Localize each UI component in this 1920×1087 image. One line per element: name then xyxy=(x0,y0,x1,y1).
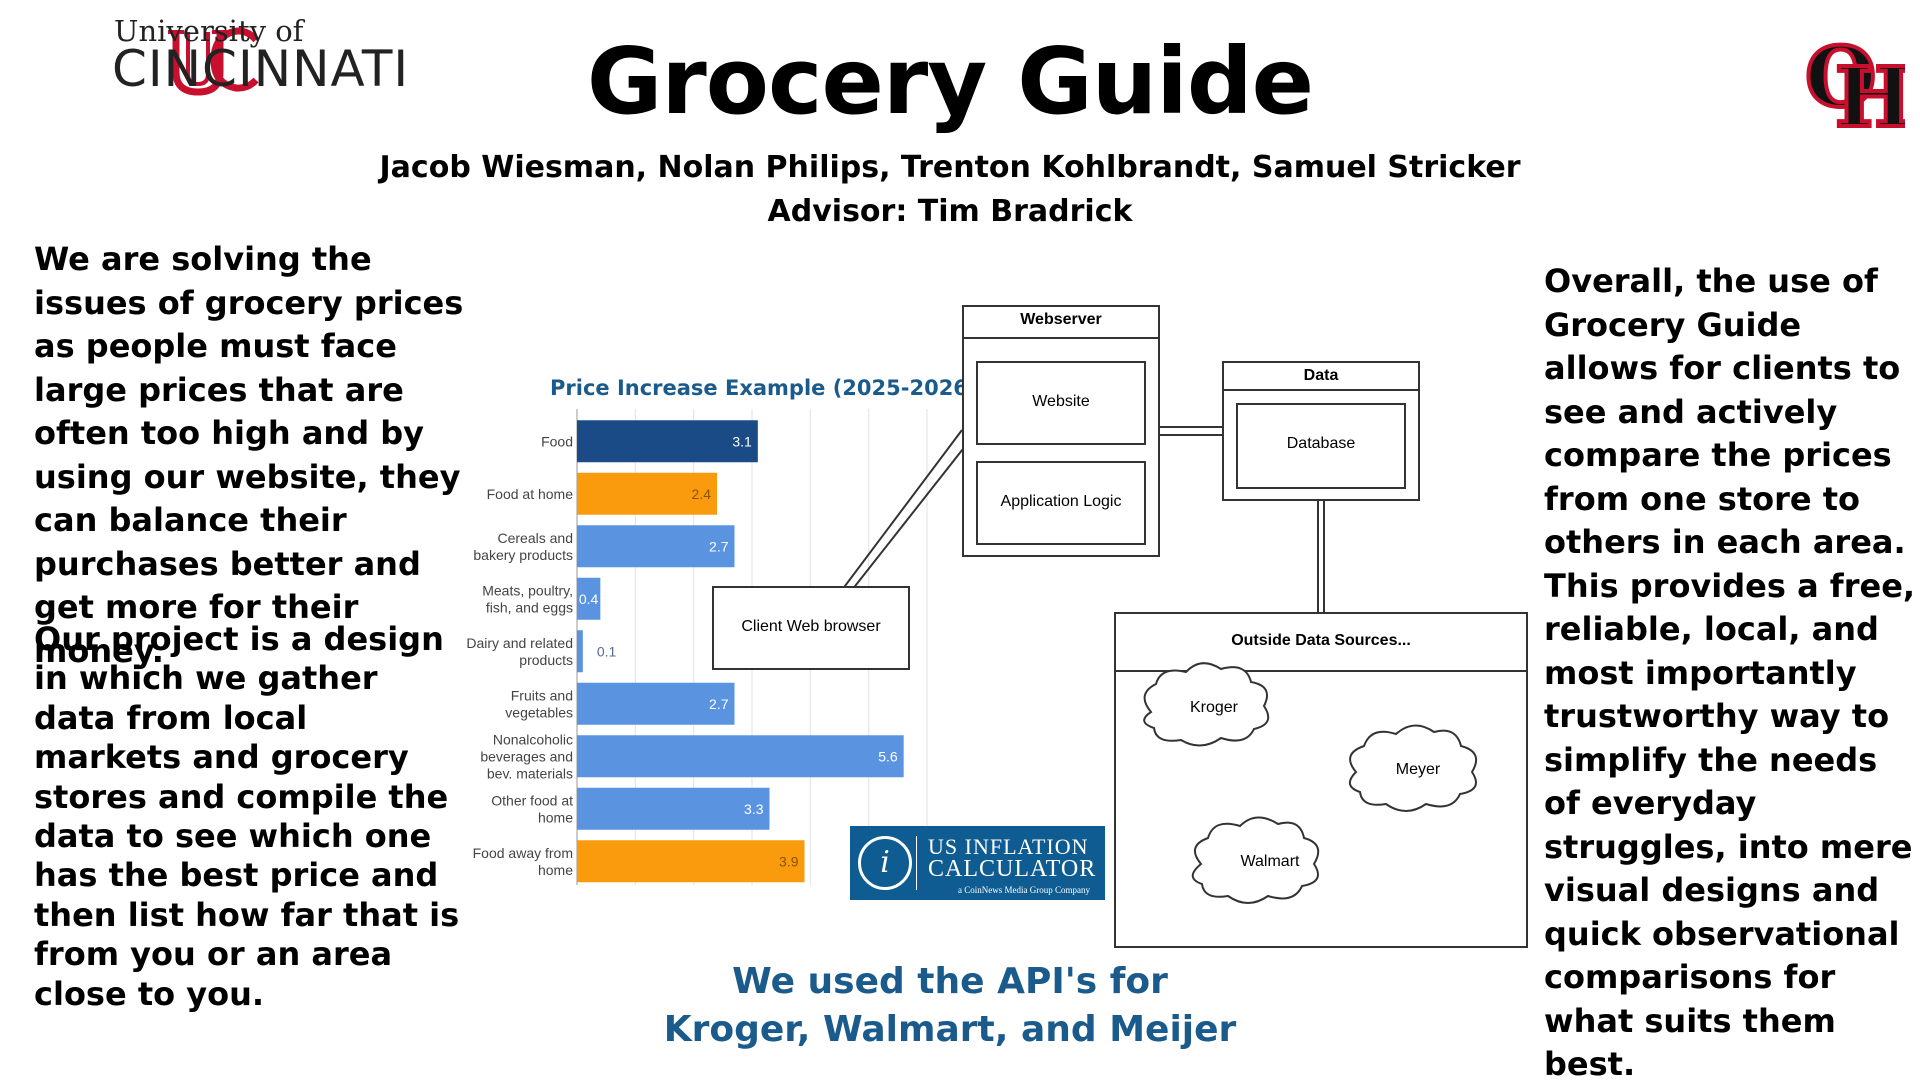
database-box: Database xyxy=(1236,403,1406,489)
category-label: Cereals and xyxy=(498,530,574,546)
cloud-kroger xyxy=(1143,662,1270,747)
category-label: home xyxy=(538,809,573,825)
badge-divider xyxy=(916,836,917,890)
chart-bar xyxy=(577,525,735,568)
problem-statement: We are solving the issues of grocery pri… xyxy=(34,240,464,670)
webserver-box: Webserver Website Application Logic xyxy=(962,305,1160,557)
client-browser-label: Client Web browser xyxy=(741,618,881,635)
data-label: 3.1 xyxy=(732,433,752,449)
outside-sources-box: Outside Data Sources... Kroger Meyer Wal… xyxy=(1114,612,1528,948)
data-divider xyxy=(1224,389,1418,391)
data-label: 3.9 xyxy=(779,853,799,869)
category-label: beverages and xyxy=(480,748,573,764)
outside-divider xyxy=(1116,670,1526,672)
category-label: Food at home xyxy=(487,486,574,502)
chart-bar xyxy=(577,472,717,515)
uc-logo-mark xyxy=(168,27,259,96)
chart-bar xyxy=(577,630,583,673)
category-label: products xyxy=(519,652,573,668)
university-name-text: CINCINNATI xyxy=(112,40,410,98)
calculator-line1: US INFLATION xyxy=(928,834,1089,859)
api-note: We used the API's for Kroger, Walmart, a… xyxy=(663,961,1237,1050)
category-label: Food away from xyxy=(473,845,573,861)
inflation-calculator-badge: i US INFLATION CALCULATOR a CoinNews Med… xyxy=(850,826,1105,900)
calculator-line2: CALCULATOR xyxy=(928,856,1097,882)
calculator-line3: a CoinNews Media Group Company xyxy=(958,885,1090,895)
data-label: 0.1 xyxy=(597,643,617,659)
calculator-logo-icon: i xyxy=(858,836,912,890)
price-increase-chart: 3.1 Food 2.4 Food at home 2.7 Cereals andbake… xyxy=(466,409,928,885)
data-label: 5.6 xyxy=(878,748,898,764)
category-label: Fruits and xyxy=(511,687,573,703)
category-label: Nonalcoholic xyxy=(493,731,573,747)
chart-bar xyxy=(577,682,735,725)
conclusion-statement: Overall, the use of Grocery Guide allows… xyxy=(1544,262,1916,1083)
data-label: 2.4 xyxy=(692,486,712,502)
outside-sources-title: Outside Data Sources... xyxy=(1231,632,1411,649)
data-box: Data Database xyxy=(1222,361,1420,501)
category-label: bakery products xyxy=(473,547,573,563)
chart-bar xyxy=(577,577,601,620)
category-label: Meats, poultry, xyxy=(482,582,573,598)
advisor-line: Advisor: Tim Bradrick xyxy=(767,194,1133,229)
app-logic-label: Application Logic xyxy=(1000,493,1122,510)
category-label: bev. materials xyxy=(487,765,573,781)
category-label: Food xyxy=(541,433,573,449)
data-title: Data xyxy=(1303,367,1339,384)
svg-text:H: H xyxy=(1835,50,1905,140)
database-label: Database xyxy=(1286,435,1356,452)
chart-bar xyxy=(577,840,805,883)
cloud-label: Meyer xyxy=(1396,761,1441,778)
category-label: Other food at xyxy=(491,792,573,808)
category-label: vegetables xyxy=(505,704,573,720)
data-label: 2.7 xyxy=(709,538,729,554)
svg-text:O: O xyxy=(1805,30,1876,126)
cloud-meyer xyxy=(1349,724,1478,812)
cloud-label: Walmart xyxy=(1241,853,1301,870)
data-label: 3.3 xyxy=(744,801,764,817)
university-of-text: University of xyxy=(114,14,304,48)
chart-bar xyxy=(577,735,904,778)
chart-bar xyxy=(577,787,770,830)
category-label: home xyxy=(538,862,573,878)
chart-bar xyxy=(577,420,758,463)
webserver-title: Webserver xyxy=(1020,311,1102,328)
category-label: fish, and eggs xyxy=(486,599,573,615)
authors-line: Jacob Wiesman, Nolan Philips, Trenton Ko… xyxy=(379,150,1521,185)
client-browser-box: Client Web browser xyxy=(712,586,910,670)
data-label: 2.7 xyxy=(709,696,729,712)
cloud-walmart xyxy=(1191,816,1320,904)
page-title: Grocery Guide xyxy=(586,28,1314,135)
website-label: Website xyxy=(1032,393,1090,410)
school-logo-icon: O H xyxy=(1803,28,1905,140)
cloud-shapes: Kroger Meyer Walmart xyxy=(1143,662,1478,904)
app-logic-box: Application Logic xyxy=(976,461,1146,545)
website-box: Website xyxy=(976,361,1146,445)
cloud-label: Kroger xyxy=(1190,699,1239,716)
project-description: Our project is a design in which we gath… xyxy=(34,620,460,1013)
category-label: Dairy and related xyxy=(466,635,573,651)
chart-title: Price Increase Example (2025-2026) xyxy=(550,376,978,400)
data-label: 0.4 xyxy=(579,591,599,607)
webserver-divider xyxy=(964,337,1158,339)
